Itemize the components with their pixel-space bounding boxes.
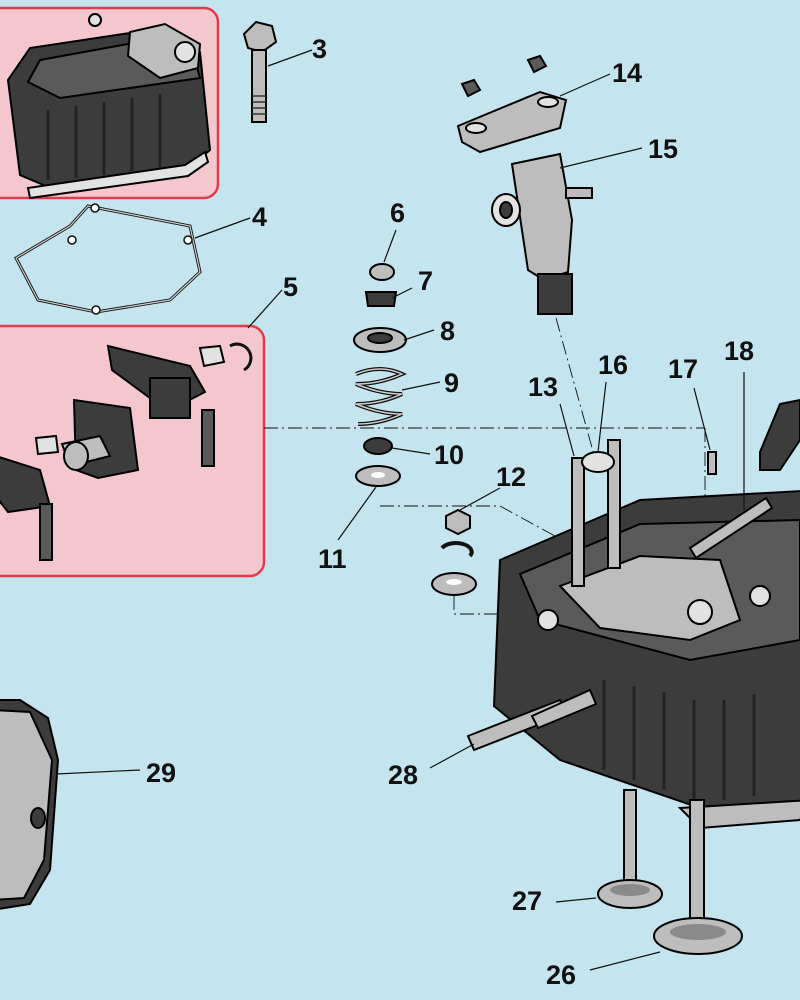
callout-15: 15 [648,134,678,164]
callout-9: 9 [444,368,459,398]
valve-cover-part [6,13,212,200]
callout-5: 5 [283,272,298,302]
callout-26: 26 [546,960,576,990]
rocker-assembly-part [0,342,253,561]
callout-14: 14 [612,58,642,88]
callout-16: 16 [598,350,628,380]
bolt-part-3 [242,20,278,123]
callout-13: 13 [528,372,558,402]
callout-labels: 3 4 5 6 7 8 9 10 11 12 13 14 15 16 17 18… [146,34,754,990]
callout-6: 6 [390,198,405,228]
valve-spring-stack [353,263,407,487]
callout-29: 29 [146,758,176,788]
alignment-line-injector [555,317,597,463]
callout-18: 18 [724,336,754,366]
callout-28: 28 [388,760,418,790]
callout-8: 8 [440,316,455,346]
cover-part-29 [0,699,60,910]
nut-clip-washer-part-12 [431,508,477,596]
callout-17: 17 [668,354,698,384]
callout-12: 12 [496,462,526,492]
callout-3: 3 [312,34,327,64]
cylinder-head-part [466,398,800,830]
gasket-part-4 [14,203,202,315]
callout-4: 4 [252,202,267,232]
callout-7: 7 [418,266,433,296]
callout-27: 27 [512,886,542,916]
callout-10: 10 [434,440,464,470]
injector-clamp-part-14 [456,54,568,154]
callout-11: 11 [318,544,347,574]
valves-part-26-27 [597,789,743,955]
injector-part-15 [491,152,593,315]
